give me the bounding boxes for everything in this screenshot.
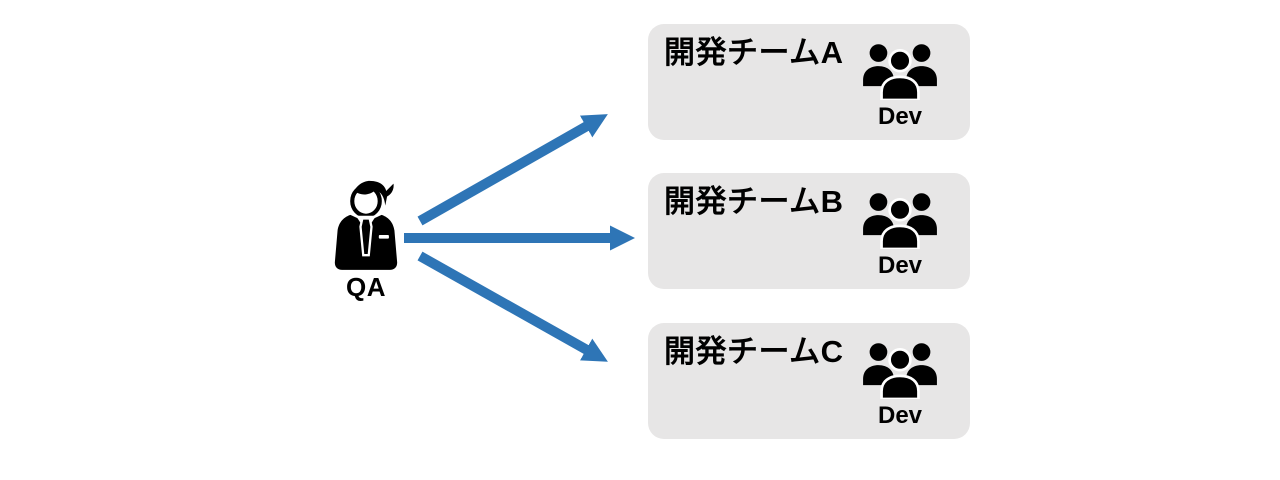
qa-figure: QA <box>330 178 402 300</box>
person-head <box>912 343 931 361</box>
team-box-a: 開発チームA Dev <box>648 24 970 140</box>
person-head <box>869 343 888 361</box>
person-head <box>869 193 888 211</box>
person-head <box>888 348 912 372</box>
person-body <box>880 374 920 399</box>
team-name: 開発チームB <box>664 184 844 219</box>
arrow-to-team-c <box>417 251 608 362</box>
qa-label: QA <box>346 272 386 302</box>
businessman-pocket-square <box>378 235 389 239</box>
team-member-group: Dev <box>854 192 946 278</box>
team-box-c: 開発チームC Dev <box>648 323 970 439</box>
person-head <box>888 48 912 73</box>
businessman-tie <box>359 217 373 257</box>
people-group-icon <box>863 343 937 399</box>
member-label: Dev <box>877 103 923 130</box>
person-head <box>888 198 912 222</box>
people-group-icon <box>863 193 937 249</box>
person-body <box>880 75 920 100</box>
team-member-group: Dev <box>854 43 946 129</box>
businessman-icon <box>334 180 398 270</box>
team-box-b: 開発チームB Dev <box>648 173 970 289</box>
person-head <box>912 193 931 211</box>
team-name: 開発チームC <box>664 334 844 369</box>
team-member-group: Dev <box>854 342 946 428</box>
member-label: Dev <box>877 402 923 429</box>
person-body <box>880 224 920 249</box>
person-head <box>869 44 888 62</box>
people-group-icon <box>863 44 937 100</box>
businessman-hair <box>351 180 394 206</box>
arrow-to-team-a <box>417 114 608 226</box>
person-head <box>912 44 931 62</box>
member-label: Dev <box>877 252 923 279</box>
team-name: 開発チームA <box>664 35 844 70</box>
